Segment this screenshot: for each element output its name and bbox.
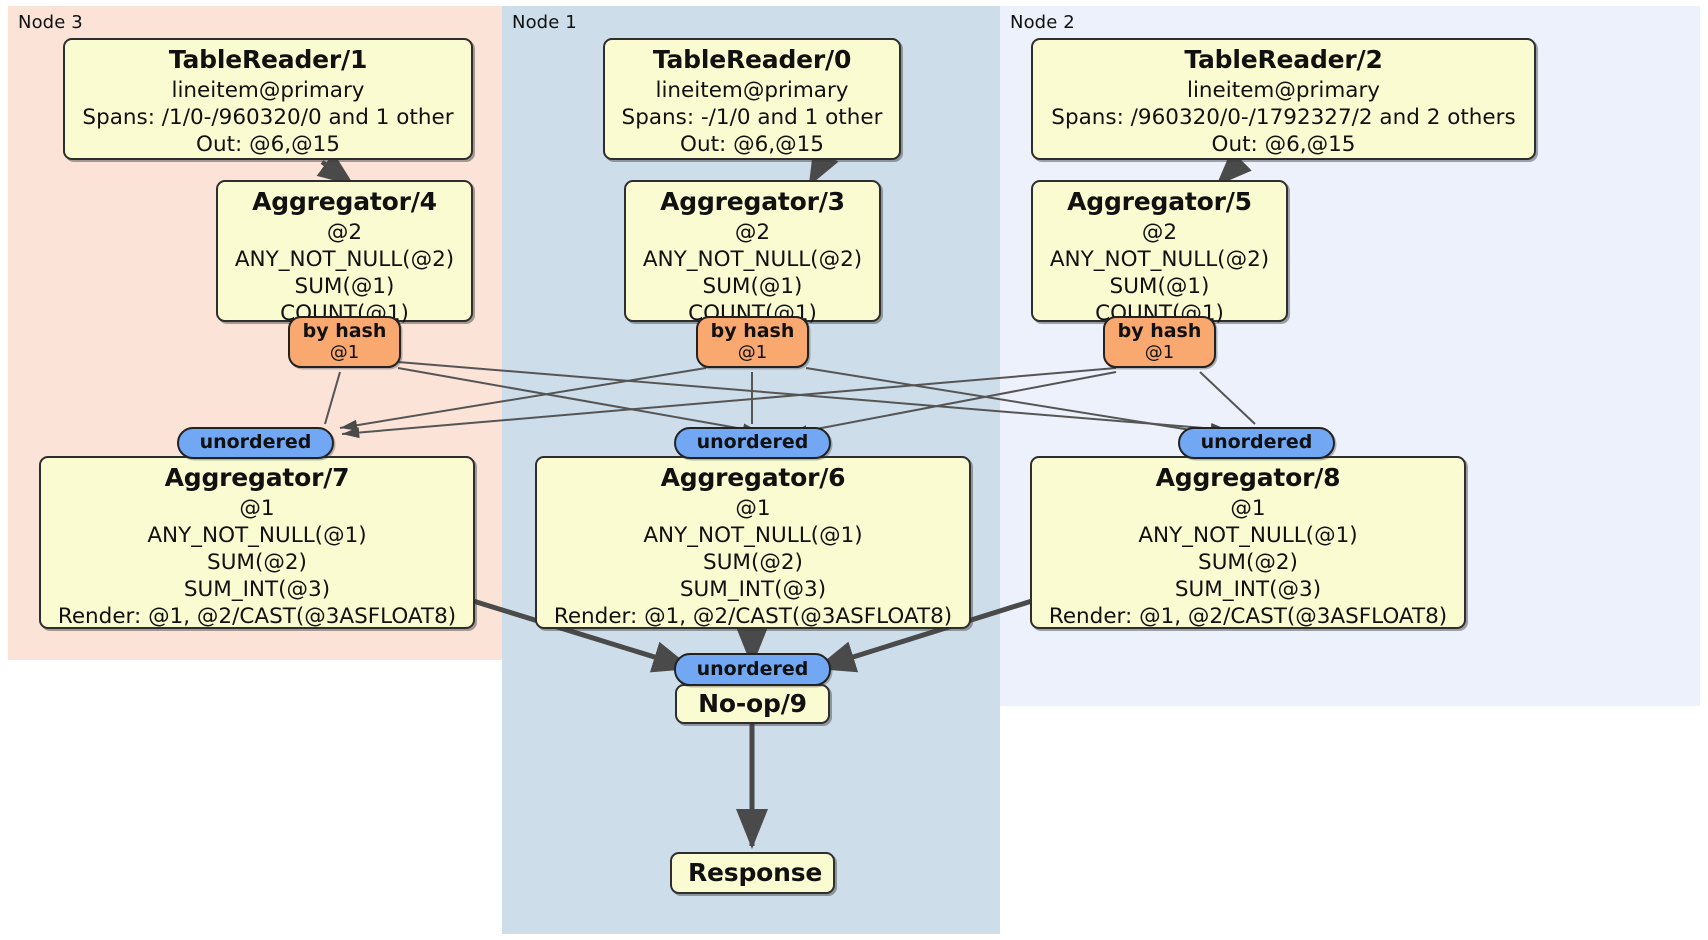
processor-title: TableReader/0 <box>652 45 852 74</box>
processor-title: Aggregator/7 <box>164 463 350 492</box>
processor-aggregator-6[interactable]: Aggregator/6 @1 ANY_NOT_NULL(@1) SUM(@2)… <box>535 456 971 629</box>
processor-title: Response <box>688 857 823 887</box>
processor-line: @2 <box>734 219 771 245</box>
processor-title: TableReader/1 <box>168 45 368 74</box>
processor-table-reader-1[interactable]: TableReader/1 lineitem@primary Spans: /1… <box>63 38 473 160</box>
processor-line: Spans: /1/0-/960320/0 and 1 other <box>82 104 454 130</box>
processor-line: SUM(@2) <box>207 549 307 575</box>
node-panel-label: Node 1 <box>512 12 577 33</box>
synchronizer-badge-unordered[interactable]: unordered <box>1178 427 1335 459</box>
synchronizer-badge-label: unordered <box>696 657 809 680</box>
processor-line: ANY_NOT_NULL(@2) <box>1049 246 1270 272</box>
processor-aggregator-7[interactable]: Aggregator/7 @1 ANY_NOT_NULL(@1) SUM(@2)… <box>39 456 475 629</box>
processor-line: SUM_INT(@3) <box>679 576 827 602</box>
processor-line: Out: @6,@15 <box>1211 131 1356 157</box>
processor-title: Aggregator/6 <box>660 463 846 492</box>
processor-line: ANY_NOT_NULL(@1) <box>643 522 863 548</box>
processor-title: Aggregator/8 <box>1155 463 1341 492</box>
processor-line: ANY_NOT_NULL(@2) <box>234 246 455 272</box>
processor-line: lineitem@primary <box>1186 77 1381 103</box>
synchronizer-badge-unordered[interactable]: unordered <box>177 427 334 459</box>
processor-line: Out: @6,@15 <box>196 131 340 157</box>
router-badge-column: @1 <box>1144 341 1175 363</box>
processor-response[interactable]: Response <box>670 852 835 894</box>
router-badge-column: @1 <box>737 341 768 363</box>
processor-line: @2 <box>1141 219 1178 245</box>
router-badge-label: by hash <box>710 320 795 343</box>
processor-line: ANY_NOT_NULL(@2) <box>642 246 863 272</box>
processor-line: Out: @6,@15 <box>680 131 824 157</box>
processor-aggregator-8[interactable]: Aggregator/8 @1 ANY_NOT_NULL(@1) SUM(@2)… <box>1030 456 1466 629</box>
synchronizer-badge-label: unordered <box>696 431 809 454</box>
processor-line: SUM(@2) <box>703 549 803 575</box>
processor-title: Aggregator/4 <box>252 187 437 216</box>
processor-render-line: Render: @1, @2/CAST(@3ASFLOAT8) <box>1048 604 1448 630</box>
processor-line: @2 <box>326 219 363 245</box>
processor-line: lineitem@primary <box>655 77 849 103</box>
processor-line: SUM(@1) <box>294 273 395 299</box>
synchronizer-badge-unordered[interactable]: unordered <box>674 427 831 459</box>
processor-title: Aggregator/5 <box>1067 187 1252 216</box>
processor-line: lineitem@primary <box>171 77 365 103</box>
processor-title: Aggregator/3 <box>660 187 845 216</box>
processor-line: @1 <box>1230 495 1266 521</box>
processor-aggregator-5[interactable]: Aggregator/5 @2 ANY_NOT_NULL(@2) SUM(@1)… <box>1031 180 1288 326</box>
processor-render-line: Render: @1, @2/CAST(@3ASFLOAT8) <box>57 604 457 630</box>
router-badge-by-hash[interactable]: by hash @1 <box>696 316 809 368</box>
synchronizer-badge-unordered-final[interactable]: unordered <box>674 653 831 686</box>
router-badge-label: by hash <box>302 320 387 343</box>
router-badge-label: by hash <box>1117 320 1202 343</box>
processor-render-line: Render: @1, @2/CAST(@3ASFLOAT8) <box>553 604 953 630</box>
router-badge-column: @1 <box>329 341 360 363</box>
processor-line: @1 <box>239 495 275 521</box>
processor-line: @1 <box>735 495 771 521</box>
processor-line: SUM_INT(@3) <box>1174 576 1322 602</box>
processor-line: SUM(@2) <box>1198 549 1298 575</box>
processor-no-op-9[interactable]: No-op/9 <box>675 684 830 724</box>
processor-line: ANY_NOT_NULL(@1) <box>1138 522 1358 548</box>
synchronizer-badge-label: unordered <box>1200 431 1313 454</box>
processor-aggregator-4[interactable]: Aggregator/4 @2 ANY_NOT_NULL(@2) SUM(@1)… <box>216 180 473 326</box>
processor-line: SUM(@1) <box>1109 273 1210 299</box>
node-panel-label: Node 2 <box>1010 12 1075 33</box>
processor-title: No-op/9 <box>698 688 807 718</box>
processor-line: ANY_NOT_NULL(@1) <box>147 522 367 548</box>
processor-line: SUM_INT(@3) <box>183 576 331 602</box>
router-badge-by-hash[interactable]: by hash @1 <box>1103 316 1216 368</box>
processor-line: Spans: /960320/0-/1792327/2 and 2 others <box>1051 104 1516 130</box>
synchronizer-badge-label: unordered <box>199 431 312 454</box>
processor-line: Spans: -/1/0 and 1 other <box>621 104 883 130</box>
router-badge-by-hash[interactable]: by hash @1 <box>288 316 401 368</box>
processor-table-reader-2[interactable]: TableReader/2 lineitem@primary Spans: /9… <box>1031 38 1536 160</box>
processor-table-reader-0[interactable]: TableReader/0 lineitem@primary Spans: -/… <box>603 38 901 160</box>
processor-line: SUM(@1) <box>702 273 803 299</box>
processor-title: TableReader/2 <box>1184 45 1383 74</box>
processor-aggregator-3[interactable]: Aggregator/3 @2 ANY_NOT_NULL(@2) SUM(@1)… <box>624 180 881 326</box>
node-panel-label: Node 3 <box>18 12 83 33</box>
